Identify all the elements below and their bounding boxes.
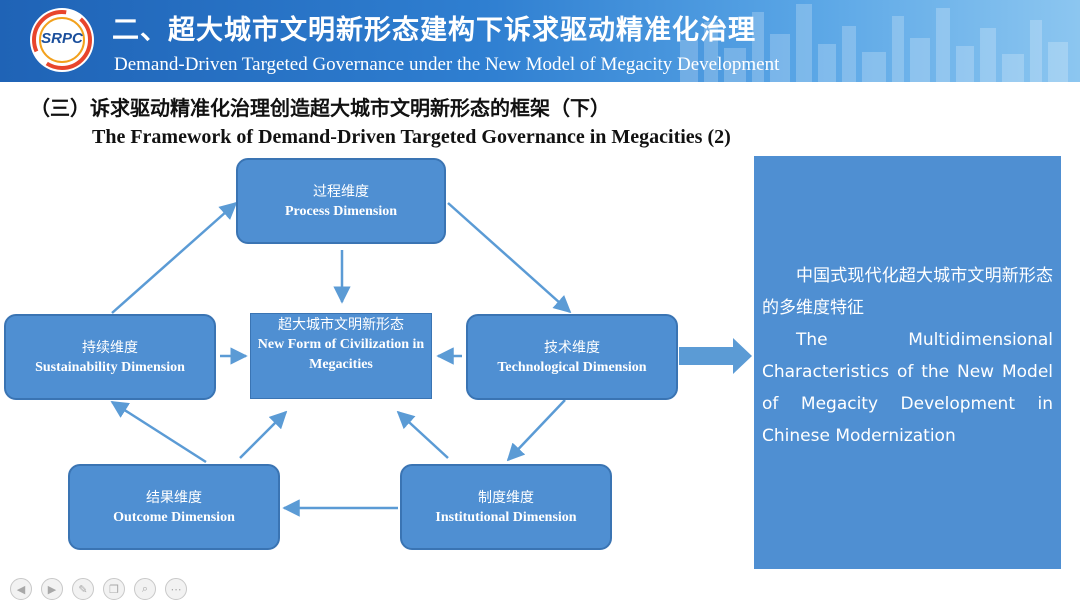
node-process-en: Process Dimension	[284, 203, 398, 219]
node-institutional-zh: 制度维度	[478, 489, 534, 506]
node-sustainability: 持续维度 Sustainability Dimension	[4, 314, 216, 400]
header-title: 二、超大城市文明新形态建构下诉求驱动精准化治理	[112, 15, 756, 46]
arrow-outcome-to-sustainability	[110, 400, 207, 464]
arrow-outcome-to-center	[239, 410, 288, 459]
zoom-icon[interactable]: ⌕	[134, 578, 156, 600]
node-sustainability-en: Sustainability Dimension	[35, 359, 185, 375]
section-title-en: The Framework of Demand-Driven Targeted …	[92, 126, 731, 148]
node-outcome: 结果维度 Outcome Dimension	[68, 464, 280, 550]
more-icon[interactable]: ⋯	[165, 578, 187, 600]
header-subtitle: Demand-Driven Targeted Governance under …	[114, 54, 780, 75]
node-center-new-form: 超大城市文明新形态 New Form of Civilization in Me…	[250, 313, 432, 399]
arrow-sustainability-to-process	[111, 201, 238, 314]
copy-icon[interactable]: ❐	[103, 578, 125, 600]
prev-icon[interactable]: ◀	[10, 578, 32, 600]
slide-header: SRPC 二、超大城市文明新形态建构下诉求驱动精准化治理 Demand-Driv…	[0, 0, 1080, 82]
node-process-zh: 过程维度	[313, 183, 369, 200]
node-center-zh: 超大城市文明新形态	[278, 317, 404, 333]
logo-ring-icon	[32, 10, 92, 70]
skyline-decoration	[680, 4, 1068, 82]
node-sustainability-zh: 持续维度	[82, 339, 138, 356]
block-arrow-to-panel	[679, 338, 752, 374]
arrow-process-to-technological	[447, 202, 572, 314]
slideshow-toolbar: ◀ ▶ ✎ ❐ ⌕ ⋯	[10, 578, 187, 600]
srpc-logo: SRPC	[30, 8, 94, 72]
node-institutional-en: Institutional Dimension	[435, 509, 577, 525]
next-icon[interactable]: ▶	[41, 578, 63, 600]
characteristics-panel: 中国式现代化超大城市文明新形态的多维度特征 The Multidimension…	[754, 156, 1061, 569]
arrow-institutional-to-center	[396, 410, 449, 459]
pen-icon[interactable]: ✎	[72, 578, 94, 600]
node-technological-en: Technological Dimension	[497, 359, 647, 375]
node-process: 过程维度 Process Dimension	[236, 158, 446, 244]
panel-text-zh: 中国式现代化超大城市文明新形态的多维度特征	[762, 266, 1053, 318]
node-technological: 技术维度 Technological Dimension	[466, 314, 678, 400]
node-center-en: New Form of Civilization in Megacities	[257, 337, 425, 372]
logo-text: SRPC	[41, 30, 83, 47]
node-institutional: 制度维度 Institutional Dimension	[400, 464, 612, 550]
panel-text-en: The Multidimensional Characteristics of …	[762, 330, 1053, 446]
node-outcome-en: Outcome Dimension	[113, 509, 235, 525]
node-outcome-zh: 结果维度	[146, 489, 202, 506]
node-technological-zh: 技术维度	[544, 339, 600, 356]
section-title-zh: （三）诉求驱动精准化治理创造超大城市文明新形态的框架（下）	[30, 96, 610, 120]
arrow-technological-to-institutional	[506, 399, 566, 462]
